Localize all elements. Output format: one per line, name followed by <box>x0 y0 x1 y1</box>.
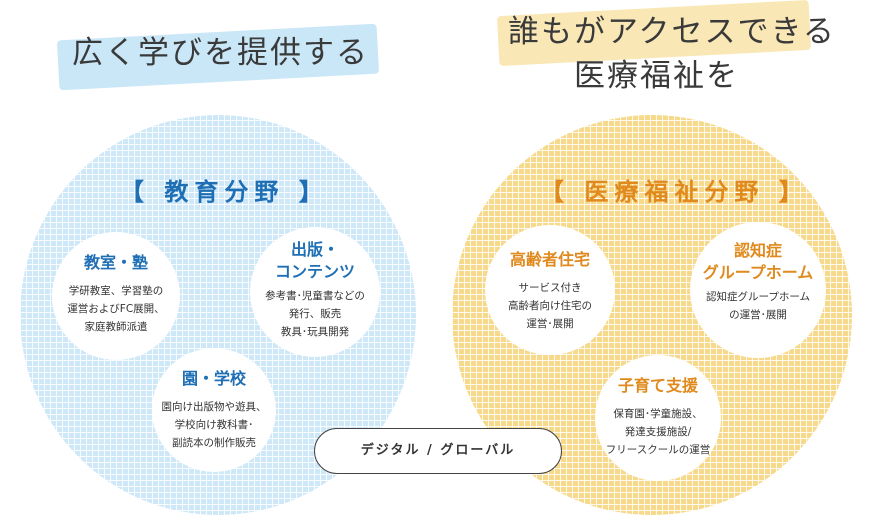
digital-global-label: デジタル / グローバル <box>360 443 516 458</box>
education-item-title: 出版・ <box>290 240 339 259</box>
welfare-item-dementia-grouphome: 認知症 グループホーム 認知症グループホーム の運営･展開 <box>690 222 826 358</box>
education-item-title: 教室・塾 <box>83 253 148 272</box>
education-item-desc: 参考書･児童書などの <box>265 290 365 302</box>
welfare-item-desc: 高齢者向け住宅の <box>508 300 592 312</box>
education-item-publishing: 出版・ コンテンツ 参考書･児童書などの 発行、販売 教具･玩具開発 <box>250 227 380 357</box>
welfare-item-desc: サービス付き <box>518 282 582 294</box>
education-item-desc: 学研教室、学習塾の <box>68 285 164 297</box>
education-item-desc: 発行、販売 <box>288 308 342 320</box>
education-item-desc: 運営およびFC展開、 <box>67 303 165 315</box>
headline-left: 広く学びを提供する <box>72 35 369 71</box>
education-item-title: コンテンツ <box>274 262 355 281</box>
welfare-item-desc: 保育園･学童施設、 <box>613 408 703 420</box>
welfare-title: 【 医療福祉分野 】 <box>540 178 809 206</box>
welfare-item-desc: フリースクールの運営 <box>605 444 711 456</box>
welfare-item-title: 認知症 <box>733 241 782 260</box>
digital-global-badge: デジタル / グローバル <box>314 428 562 474</box>
education-item-desc: 教具･玩具開発 <box>280 326 350 338</box>
education-item-desc: 副読本の制作販売 <box>172 437 256 449</box>
education-item-title: 園・学校 <box>181 369 246 388</box>
education-item-classroom: 教室・塾 学研教室、学習塾の 運営およびFC展開、 家庭教師派遣 <box>52 232 180 360</box>
education-item-school: 園・学校 園向け出版物や遊具、 学校向け教科書･ 副読本の制作販売 <box>152 348 276 472</box>
welfare-item-title: 子育て支援 <box>617 376 698 395</box>
headline-right-line2: 医療福祉を <box>574 58 739 94</box>
welfare-item-childcare: 子育て支援 保育園･学童施設、 発達支援施設/ フリースクールの運営 <box>595 355 721 481</box>
welfare-item-desc: 運営･展開 <box>526 318 574 330</box>
welfare-item-senior-housing: 高齢者住宅 サービス付き 高齢者向け住宅の 運営･展開 <box>485 225 615 355</box>
education-item-desc: 家庭教師派遣 <box>84 321 148 333</box>
education-item-desc: 園向け出版物や遊具、 <box>161 401 267 413</box>
education-item-desc: 学校向け教科書･ <box>174 419 254 431</box>
welfare-item-title: 高齢者住宅 <box>509 250 590 269</box>
headline-right-line1: 誰もがアクセスできる <box>508 14 836 50</box>
welfare-item-desc: 発達支援施設/ <box>624 426 692 438</box>
welfare-item-desc: の運営･展開 <box>729 309 787 321</box>
welfare-item-desc: 認知症グループホーム <box>705 291 811 303</box>
education-title: 【 教育分野 】 <box>120 178 329 206</box>
welfare-item-title: グループホーム <box>702 263 814 282</box>
